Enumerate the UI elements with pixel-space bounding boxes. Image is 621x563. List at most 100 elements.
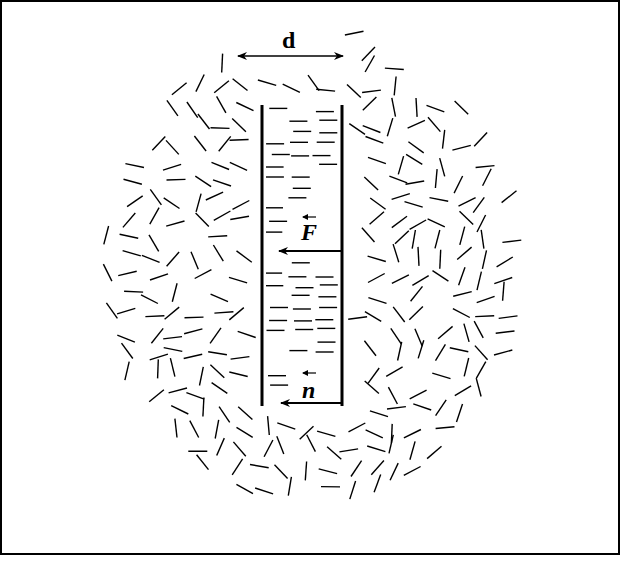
molecule — [305, 462, 306, 481]
molecule — [398, 156, 403, 174]
molecule — [406, 181, 425, 184]
molecule — [387, 407, 406, 409]
molecule — [457, 247, 471, 259]
molecule — [214, 312, 233, 313]
molecule — [348, 317, 367, 320]
molecule — [211, 127, 230, 129]
molecule — [166, 221, 184, 226]
molecule — [268, 375, 286, 376]
molecule — [464, 358, 469, 376]
molecule — [237, 427, 253, 437]
molecule — [370, 212, 384, 224]
molecule — [439, 250, 441, 269]
molecule — [392, 216, 407, 227]
molecule — [368, 157, 386, 163]
molecule — [212, 162, 230, 169]
molecule — [404, 430, 421, 438]
molecule — [364, 341, 376, 356]
molecule — [270, 307, 288, 308]
molecule — [221, 54, 223, 73]
molecule — [459, 267, 465, 285]
molecule — [210, 328, 221, 344]
molecule — [410, 390, 427, 399]
molecule — [436, 344, 446, 360]
molecule — [141, 295, 158, 304]
molecule — [368, 298, 386, 304]
molecule — [238, 331, 256, 337]
molecule — [163, 337, 182, 339]
molecule — [211, 294, 228, 302]
molecule — [319, 119, 337, 120]
molecule — [394, 77, 396, 96]
molecule — [366, 137, 384, 144]
molecule — [142, 255, 160, 262]
molecule — [283, 84, 300, 92]
molecule — [290, 142, 308, 143]
molecule — [292, 295, 310, 296]
molecule — [412, 276, 428, 286]
molecule — [367, 446, 385, 452]
molecule — [317, 431, 335, 436]
molecule — [408, 120, 425, 128]
director-arrow — [281, 402, 341, 404]
molecule — [270, 384, 288, 385]
molecule — [474, 321, 483, 338]
molecule — [149, 390, 164, 402]
molecule — [166, 140, 179, 154]
molecule — [196, 194, 201, 212]
molecule — [149, 235, 159, 251]
molecule — [393, 307, 405, 322]
molecule — [187, 102, 198, 118]
molecule — [386, 367, 402, 377]
molecule — [167, 100, 178, 116]
molecule — [196, 75, 204, 92]
force-arrow — [279, 250, 341, 252]
molecule — [230, 139, 249, 141]
molecule — [277, 436, 284, 454]
molecule — [293, 131, 311, 132]
molecule — [291, 155, 309, 156]
molecule — [269, 221, 287, 222]
molecule — [264, 440, 273, 457]
molecule — [497, 257, 513, 267]
molecule — [229, 277, 247, 283]
molecule — [266, 166, 284, 167]
molecule — [436, 400, 447, 416]
molecule — [152, 136, 165, 150]
molecule — [217, 438, 225, 455]
molecule — [198, 114, 210, 129]
molecule — [366, 430, 383, 438]
molecule — [392, 194, 410, 200]
molecule — [416, 98, 417, 117]
director-label: n — [302, 378, 315, 402]
molecule — [230, 216, 249, 219]
molecule — [288, 477, 291, 496]
molecule — [450, 348, 469, 352]
molecule — [350, 481, 356, 499]
molecule — [395, 231, 409, 244]
molecule — [308, 75, 319, 91]
molecule — [210, 365, 224, 378]
molecule — [433, 271, 449, 281]
molecule — [195, 270, 212, 279]
molecule — [503, 282, 505, 301]
molecule — [266, 285, 283, 286]
molecule — [288, 197, 306, 198]
molecule — [319, 469, 337, 474]
molecule — [104, 226, 109, 244]
molecule — [288, 276, 306, 277]
molecule — [318, 296, 336, 297]
molecule — [454, 176, 463, 193]
molecule — [391, 328, 402, 344]
molecule — [164, 348, 183, 352]
molecule — [476, 362, 485, 379]
molecule — [412, 230, 415, 249]
molecule — [427, 105, 445, 112]
left-plate — [261, 105, 264, 406]
molecule — [292, 176, 310, 177]
molecule — [255, 488, 273, 494]
molecule — [194, 136, 206, 151]
molecule — [171, 406, 188, 414]
molecule — [443, 130, 445, 149]
molecule — [319, 132, 337, 133]
